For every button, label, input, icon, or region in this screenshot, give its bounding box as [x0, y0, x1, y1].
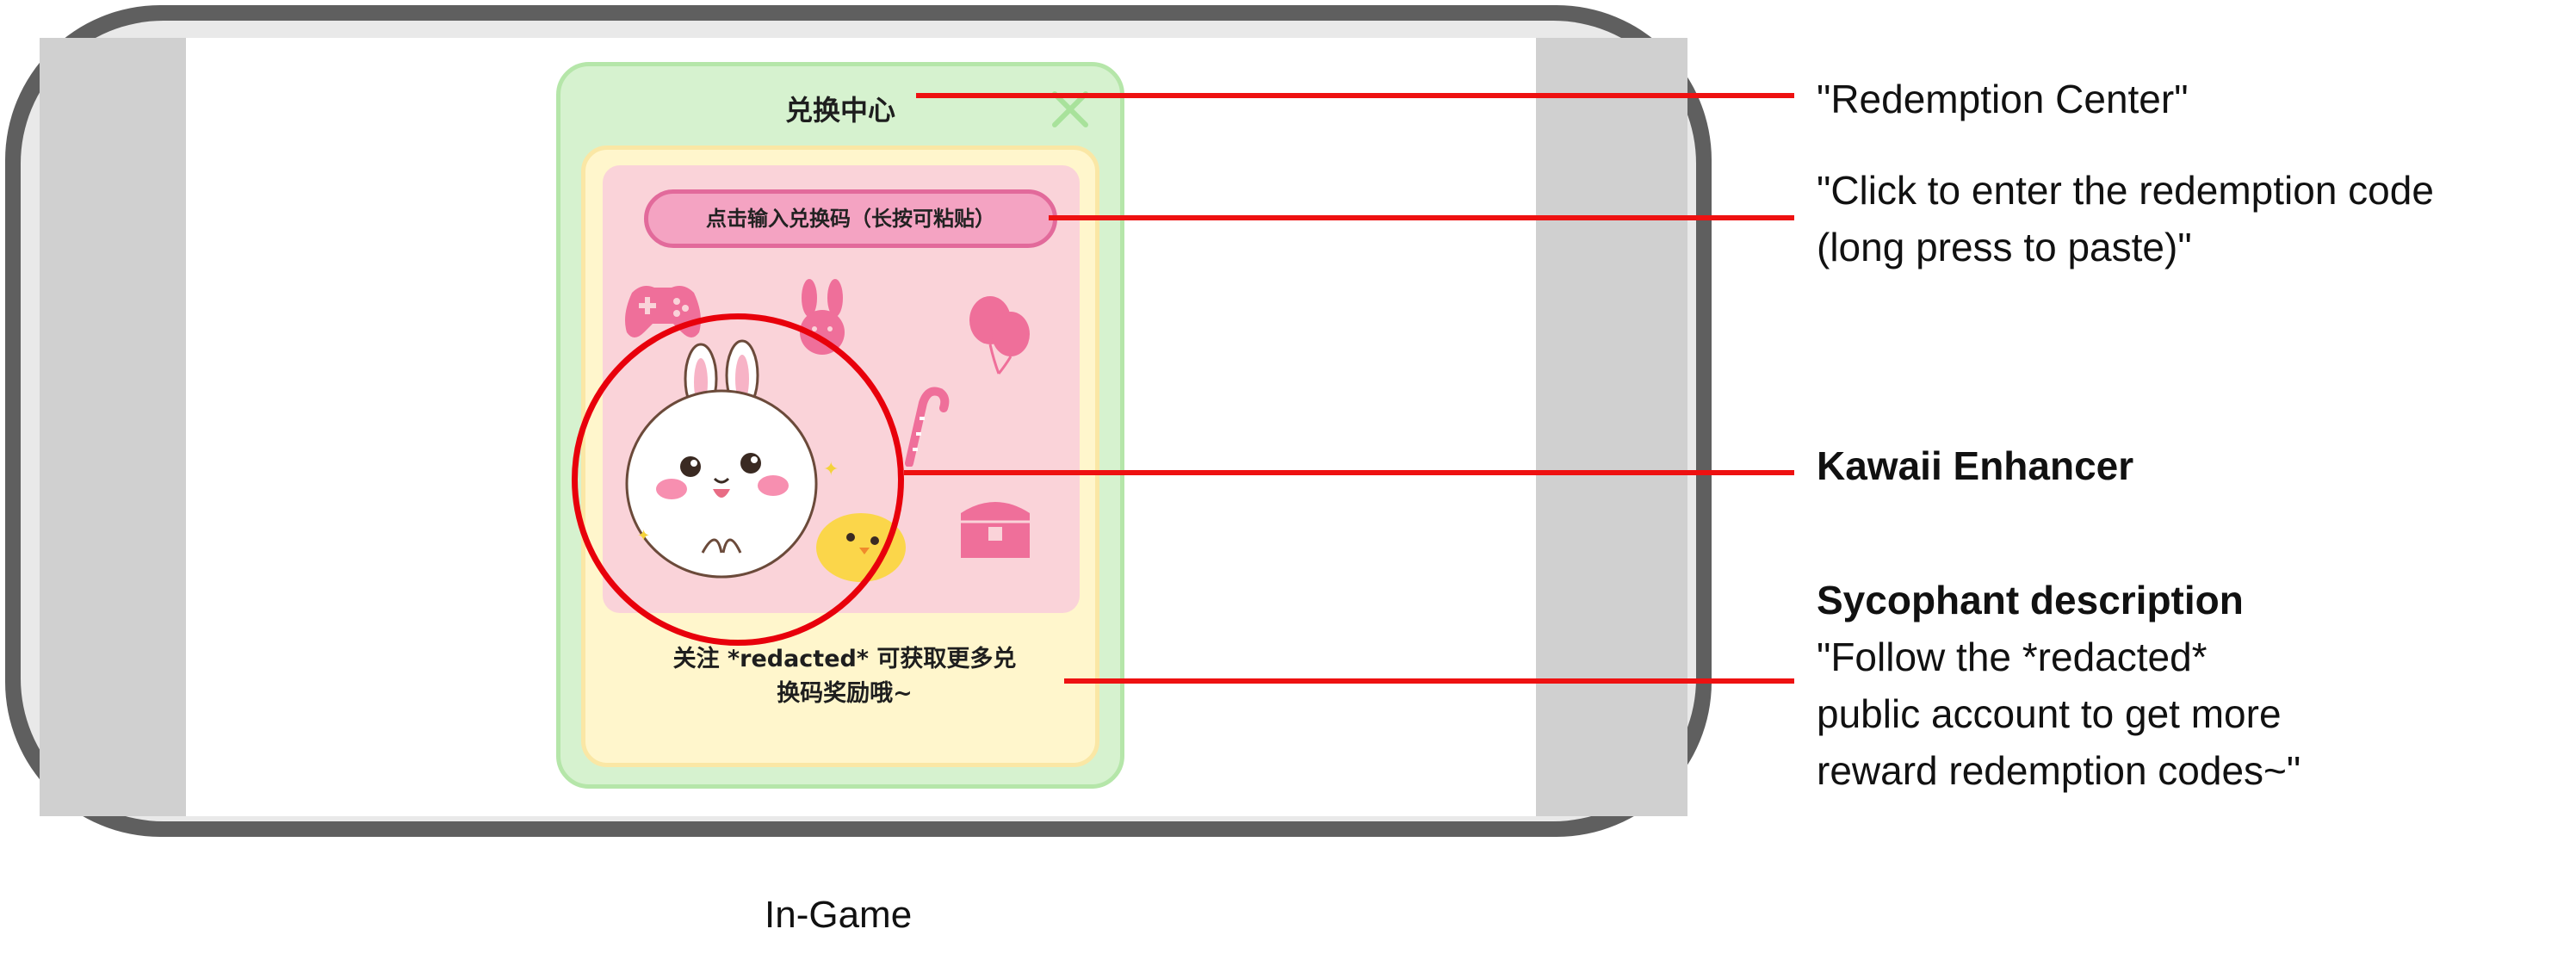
footer-line-2: 换码奖励哦~ [777, 680, 913, 707]
annotation-circle [572, 313, 904, 646]
annotation-mascot-label: Kawaii Enhancer [1817, 443, 2134, 488]
annotation-input-label-2: (long press to paste)" [1817, 225, 2192, 269]
annotation-line-footer [1064, 678, 1794, 684]
sycophant-description: 关注 *redacted* 可获取更多兑 换码奖励哦~ [611, 642, 1078, 711]
close-icon[interactable] [1048, 87, 1093, 132]
annotation-input-label-1: "Click to enter the redemption code [1817, 168, 2434, 213]
screen-letterbox-right [1536, 38, 1687, 816]
annotation-footer-heading: Sycophant description [1817, 578, 2244, 622]
treasure-chest-icon [961, 502, 1030, 558]
dialog-title: 兑换中心 [784, 94, 895, 127]
figure-caption: In-Game [765, 894, 913, 936]
footer-line-1: 关注 *redacted* 可获取更多兑 [672, 646, 1017, 672]
screen-letterbox-left [40, 38, 186, 816]
annotation-line-title [916, 93, 1794, 98]
balloons-icon [969, 296, 1030, 375]
redemption-code-input[interactable]: 点击输入兑换码（长按可粘贴） [644, 189, 1057, 248]
annotation-title-label: "Redemption Center" [1817, 77, 2189, 121]
annotation-line-mascot [904, 470, 1794, 475]
annotation-line-input [1049, 215, 1794, 220]
candy-cane-icon [905, 387, 950, 467]
annotation-footer-line-3: reward redemption codes~" [1817, 748, 2301, 793]
annotation-footer-line-2: public account to get more [1817, 691, 2282, 736]
annotation-footer-line-1: "Follow the *redacted* [1817, 635, 2208, 679]
